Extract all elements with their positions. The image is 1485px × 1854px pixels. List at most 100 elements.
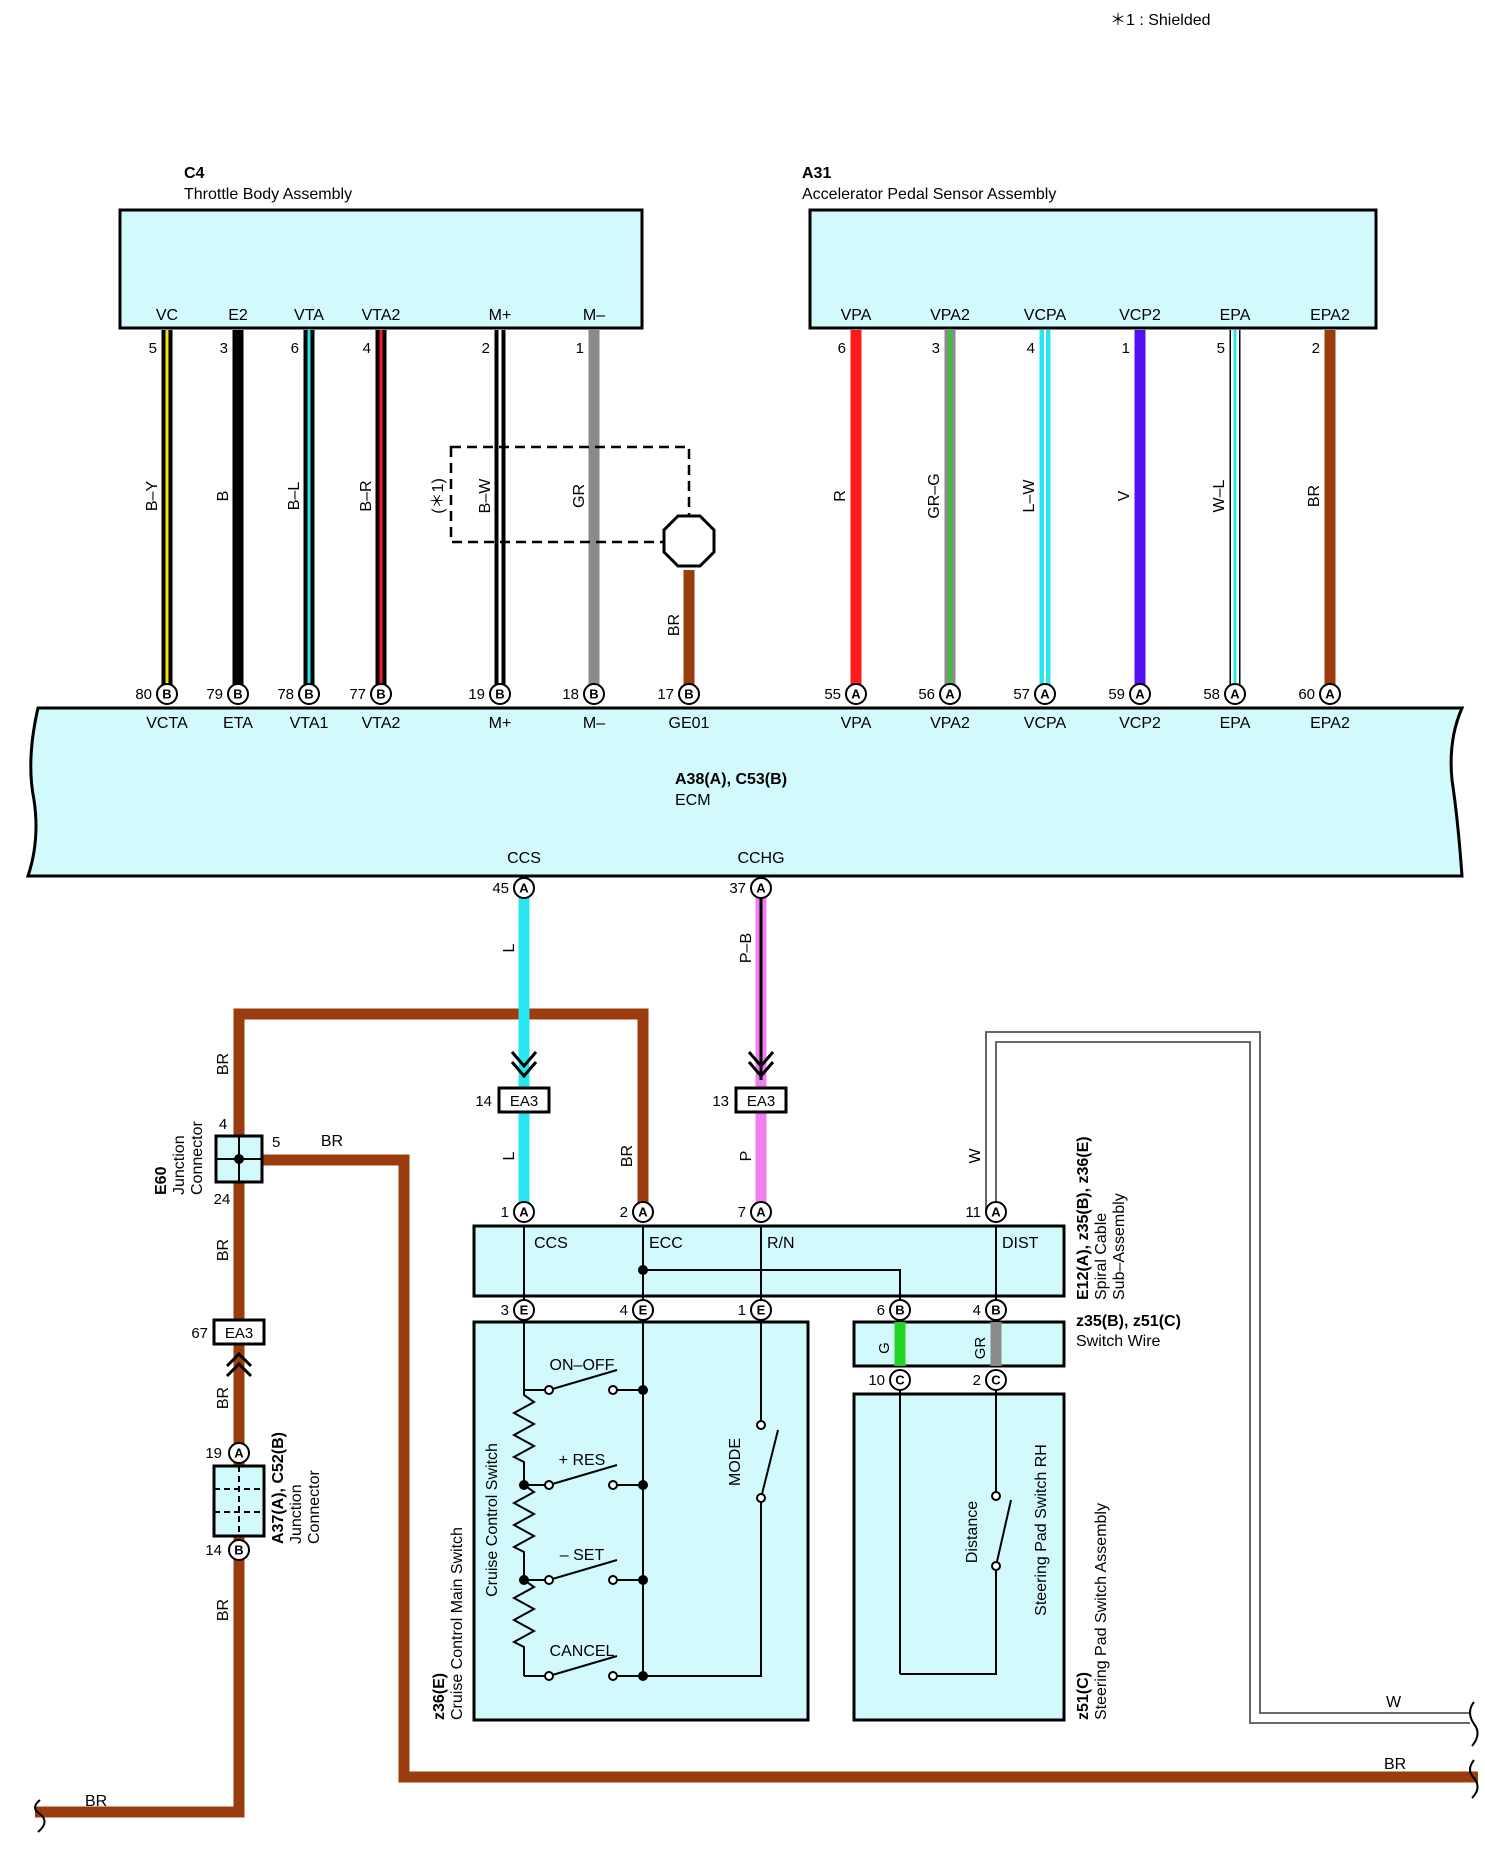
- spiral-terminal: CCS: [534, 1235, 568, 1252]
- accel-pedal-box: [808, 208, 1378, 330]
- ecm-terminal: M+: [489, 715, 512, 732]
- svg-text:B: B: [495, 687, 504, 702]
- ap-wire-code: L–W: [1021, 479, 1038, 513]
- ecm-ccs-terminal: CCS: [507, 850, 541, 867]
- steering-switch-circuit: [899, 1390, 1012, 1675]
- e60-code: E60: [153, 1166, 170, 1195]
- ecm-cchg-pin: 37: [729, 880, 746, 897]
- cchg-wire-code-lower: P: [738, 1151, 755, 1162]
- a37-pin-bottom: 14: [205, 1542, 222, 1559]
- a37-code: A37(A), C52(B): [270, 1432, 287, 1544]
- spiral-internal-lines: [523, 1226, 997, 1310]
- a37-junction-connector: A B: [212, 1442, 266, 1561]
- shield-note: (＊1): [430, 478, 447, 514]
- svg-text:B: B: [895, 1303, 904, 1318]
- dist-wire-code: W: [967, 1148, 984, 1164]
- svg-text:B: B: [234, 1543, 243, 1558]
- tb-wire-code: B–R: [358, 480, 375, 511]
- svg-text:A: A: [1230, 687, 1240, 702]
- cruise-switch-circuit: [511, 1320, 779, 1677]
- ecm-pin-num: 19: [468, 686, 485, 703]
- svg-text:67: 67: [191, 1325, 208, 1342]
- e60-name1: Junction: [171, 1135, 188, 1195]
- throttle-code: C4: [184, 165, 205, 182]
- tb-wire-code: B: [215, 491, 232, 502]
- tb-pin-name: E2: [228, 307, 248, 324]
- ecm-pin-num: 58: [1203, 686, 1220, 703]
- tb-wire-code: B–Y: [144, 481, 161, 512]
- ecm-terminal: VCP2: [1119, 715, 1161, 732]
- switch-wire-name: Switch Wire: [1076, 1333, 1161, 1350]
- ap-pin-name: VCP2: [1119, 307, 1161, 324]
- ap-pin-num: 2: [1312, 340, 1320, 357]
- wire-break-mark: [1469, 1759, 1479, 1799]
- switch-res: + RES: [559, 1452, 606, 1469]
- ecm-terminal: GE01: [669, 715, 710, 732]
- tb-wire-code: B–L: [286, 482, 303, 511]
- a37-name2: Connector: [306, 1470, 323, 1544]
- distance-switch-label: Distance: [964, 1501, 981, 1563]
- switch-wire-box: [852, 1320, 1066, 1368]
- svg-text:A: A: [851, 687, 861, 702]
- svg-text:A: A: [1135, 687, 1145, 702]
- out-br-label: BR: [1384, 1756, 1406, 1773]
- ecm-pin: A: [1129, 683, 1151, 705]
- ecm-terminal: M–: [583, 715, 605, 732]
- spiral-terminal: ECC: [649, 1235, 683, 1252]
- spiral-terminal: R/N: [767, 1235, 795, 1252]
- spiral-cable-box: [472, 1224, 1066, 1298]
- svg-text:B: B: [991, 1303, 1000, 1318]
- ap-pin-name: EPA2: [1310, 307, 1350, 324]
- svg-text:B: B: [233, 687, 242, 702]
- accel-name: Accelerator Pedal Sensor Assembly: [802, 186, 1056, 203]
- cruise-splice-dots: [519, 1385, 648, 1681]
- ecm-terminal: EPA2: [1310, 715, 1350, 732]
- ecm-name: ECM: [675, 792, 711, 809]
- svg-text:E: E: [639, 1303, 648, 1318]
- svg-text:A: A: [519, 881, 529, 896]
- svg-text:2: 2: [620, 1204, 628, 1221]
- svg-text:B: B: [376, 687, 385, 702]
- svg-text:3: 3: [501, 1302, 509, 1319]
- br-wiring: [35, 1008, 1478, 1818]
- svg-text:7: 7: [738, 1204, 746, 1221]
- ecm-pin-num: 55: [824, 686, 841, 703]
- out-w-label: W: [1386, 1694, 1402, 1711]
- svg-text:10: 10: [868, 1372, 885, 1389]
- switch-wire-g-label: G: [876, 1342, 893, 1354]
- switch-set: – SET: [560, 1547, 605, 1564]
- wire-break-mark: [1469, 1701, 1479, 1747]
- steering-name: Steering Pad Switch Assembly: [1093, 1503, 1110, 1720]
- svg-text:E: E: [757, 1303, 766, 1318]
- svg-text:1: 1: [738, 1302, 746, 1319]
- ground-octagon-icon: [662, 514, 716, 568]
- switch-cancel: CANCEL: [550, 1643, 615, 1660]
- ecm-terminal: VPA2: [930, 715, 970, 732]
- svg-text:1: 1: [501, 1204, 509, 1221]
- svg-text:A: A: [756, 881, 766, 896]
- tb-pin-num: 1: [576, 340, 584, 357]
- ecm-pin: A: [1224, 683, 1246, 705]
- tb-pin-name: VC: [156, 307, 178, 324]
- ea3-wire-below: BR: [215, 1387, 232, 1409]
- svg-text:B: B: [589, 687, 598, 702]
- svg-text:A: A: [1040, 687, 1050, 702]
- ecm-terminal: ETA: [223, 715, 253, 732]
- svg-text:2: 2: [973, 1372, 981, 1389]
- e60-name2: Connector: [189, 1121, 206, 1195]
- ecm-box: [25, 706, 1465, 878]
- ecm-pin: B: [156, 683, 178, 705]
- cruise-code: z36(E): [431, 1673, 448, 1720]
- svg-text:4: 4: [973, 1302, 981, 1319]
- ea3-connector-left: EA3 67: [191, 1318, 266, 1378]
- ccs-wire-code: L: [501, 943, 518, 952]
- out-bottom-br-label: BR: [85, 1793, 107, 1810]
- ecm-pin-num: 56: [918, 686, 935, 703]
- ecm-code: A38(A), C53(B): [675, 771, 787, 788]
- switch-wire-pins: C C 10 2: [868, 1369, 1007, 1391]
- tb-pin-num: 2: [482, 340, 490, 357]
- ea3-pin: 14: [475, 1093, 492, 1110]
- switch-wire-gr-label: GR: [972, 1337, 989, 1360]
- splice-dot: [638, 1265, 648, 1275]
